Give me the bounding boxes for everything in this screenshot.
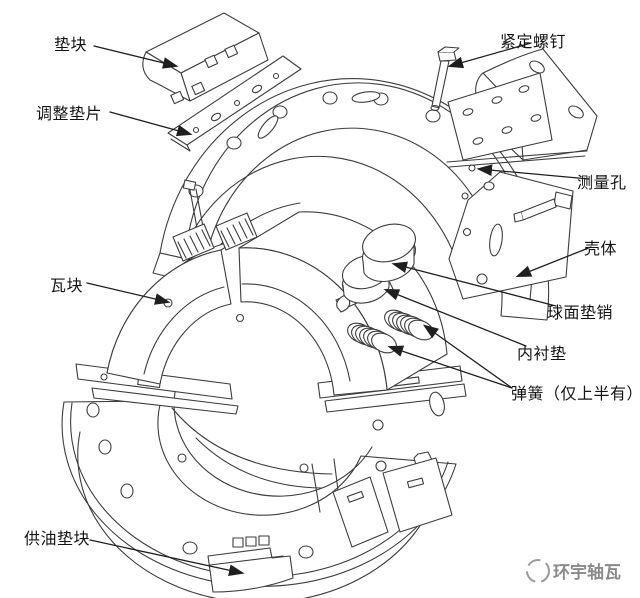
pad-block-top-left <box>142 12 269 105</box>
lower-housing-ring <box>61 363 467 598</box>
adjusting-shim-plate <box>167 55 302 152</box>
side-bolt <box>513 191 573 223</box>
upper-housing-ring <box>152 78 550 321</box>
label-inner-liner: 内衬垫 <box>517 346 567 363</box>
label-pad-block: 垫块 <box>54 37 88 54</box>
label-arrows <box>86 42 592 576</box>
label-housing: 壳体 <box>584 241 618 258</box>
top-springs-hatched <box>172 212 258 262</box>
label-set-screw: 紧定螺钉 <box>500 34 567 51</box>
coil-spring-left <box>347 322 397 354</box>
set-screw-bolt <box>430 46 460 112</box>
watermark-text: 环宇轴瓦 <box>553 563 621 582</box>
oil-supply-block <box>207 547 294 593</box>
label-bearing-pad: 瓦块 <box>50 278 84 295</box>
label-spherical-pad-pin: 球面垫销 <box>547 305 614 322</box>
label-adjusting-shim: 调整垫片 <box>36 106 103 123</box>
label-spring: 弹簧（仅上半有） <box>511 386 640 403</box>
label-measuring-hole: 测量孔 <box>577 175 627 192</box>
upper-right-shim-plate <box>447 72 553 161</box>
watermark-logo-icon <box>526 559 550 583</box>
label-oil-supply-pad: 供油垫块 <box>24 531 91 548</box>
